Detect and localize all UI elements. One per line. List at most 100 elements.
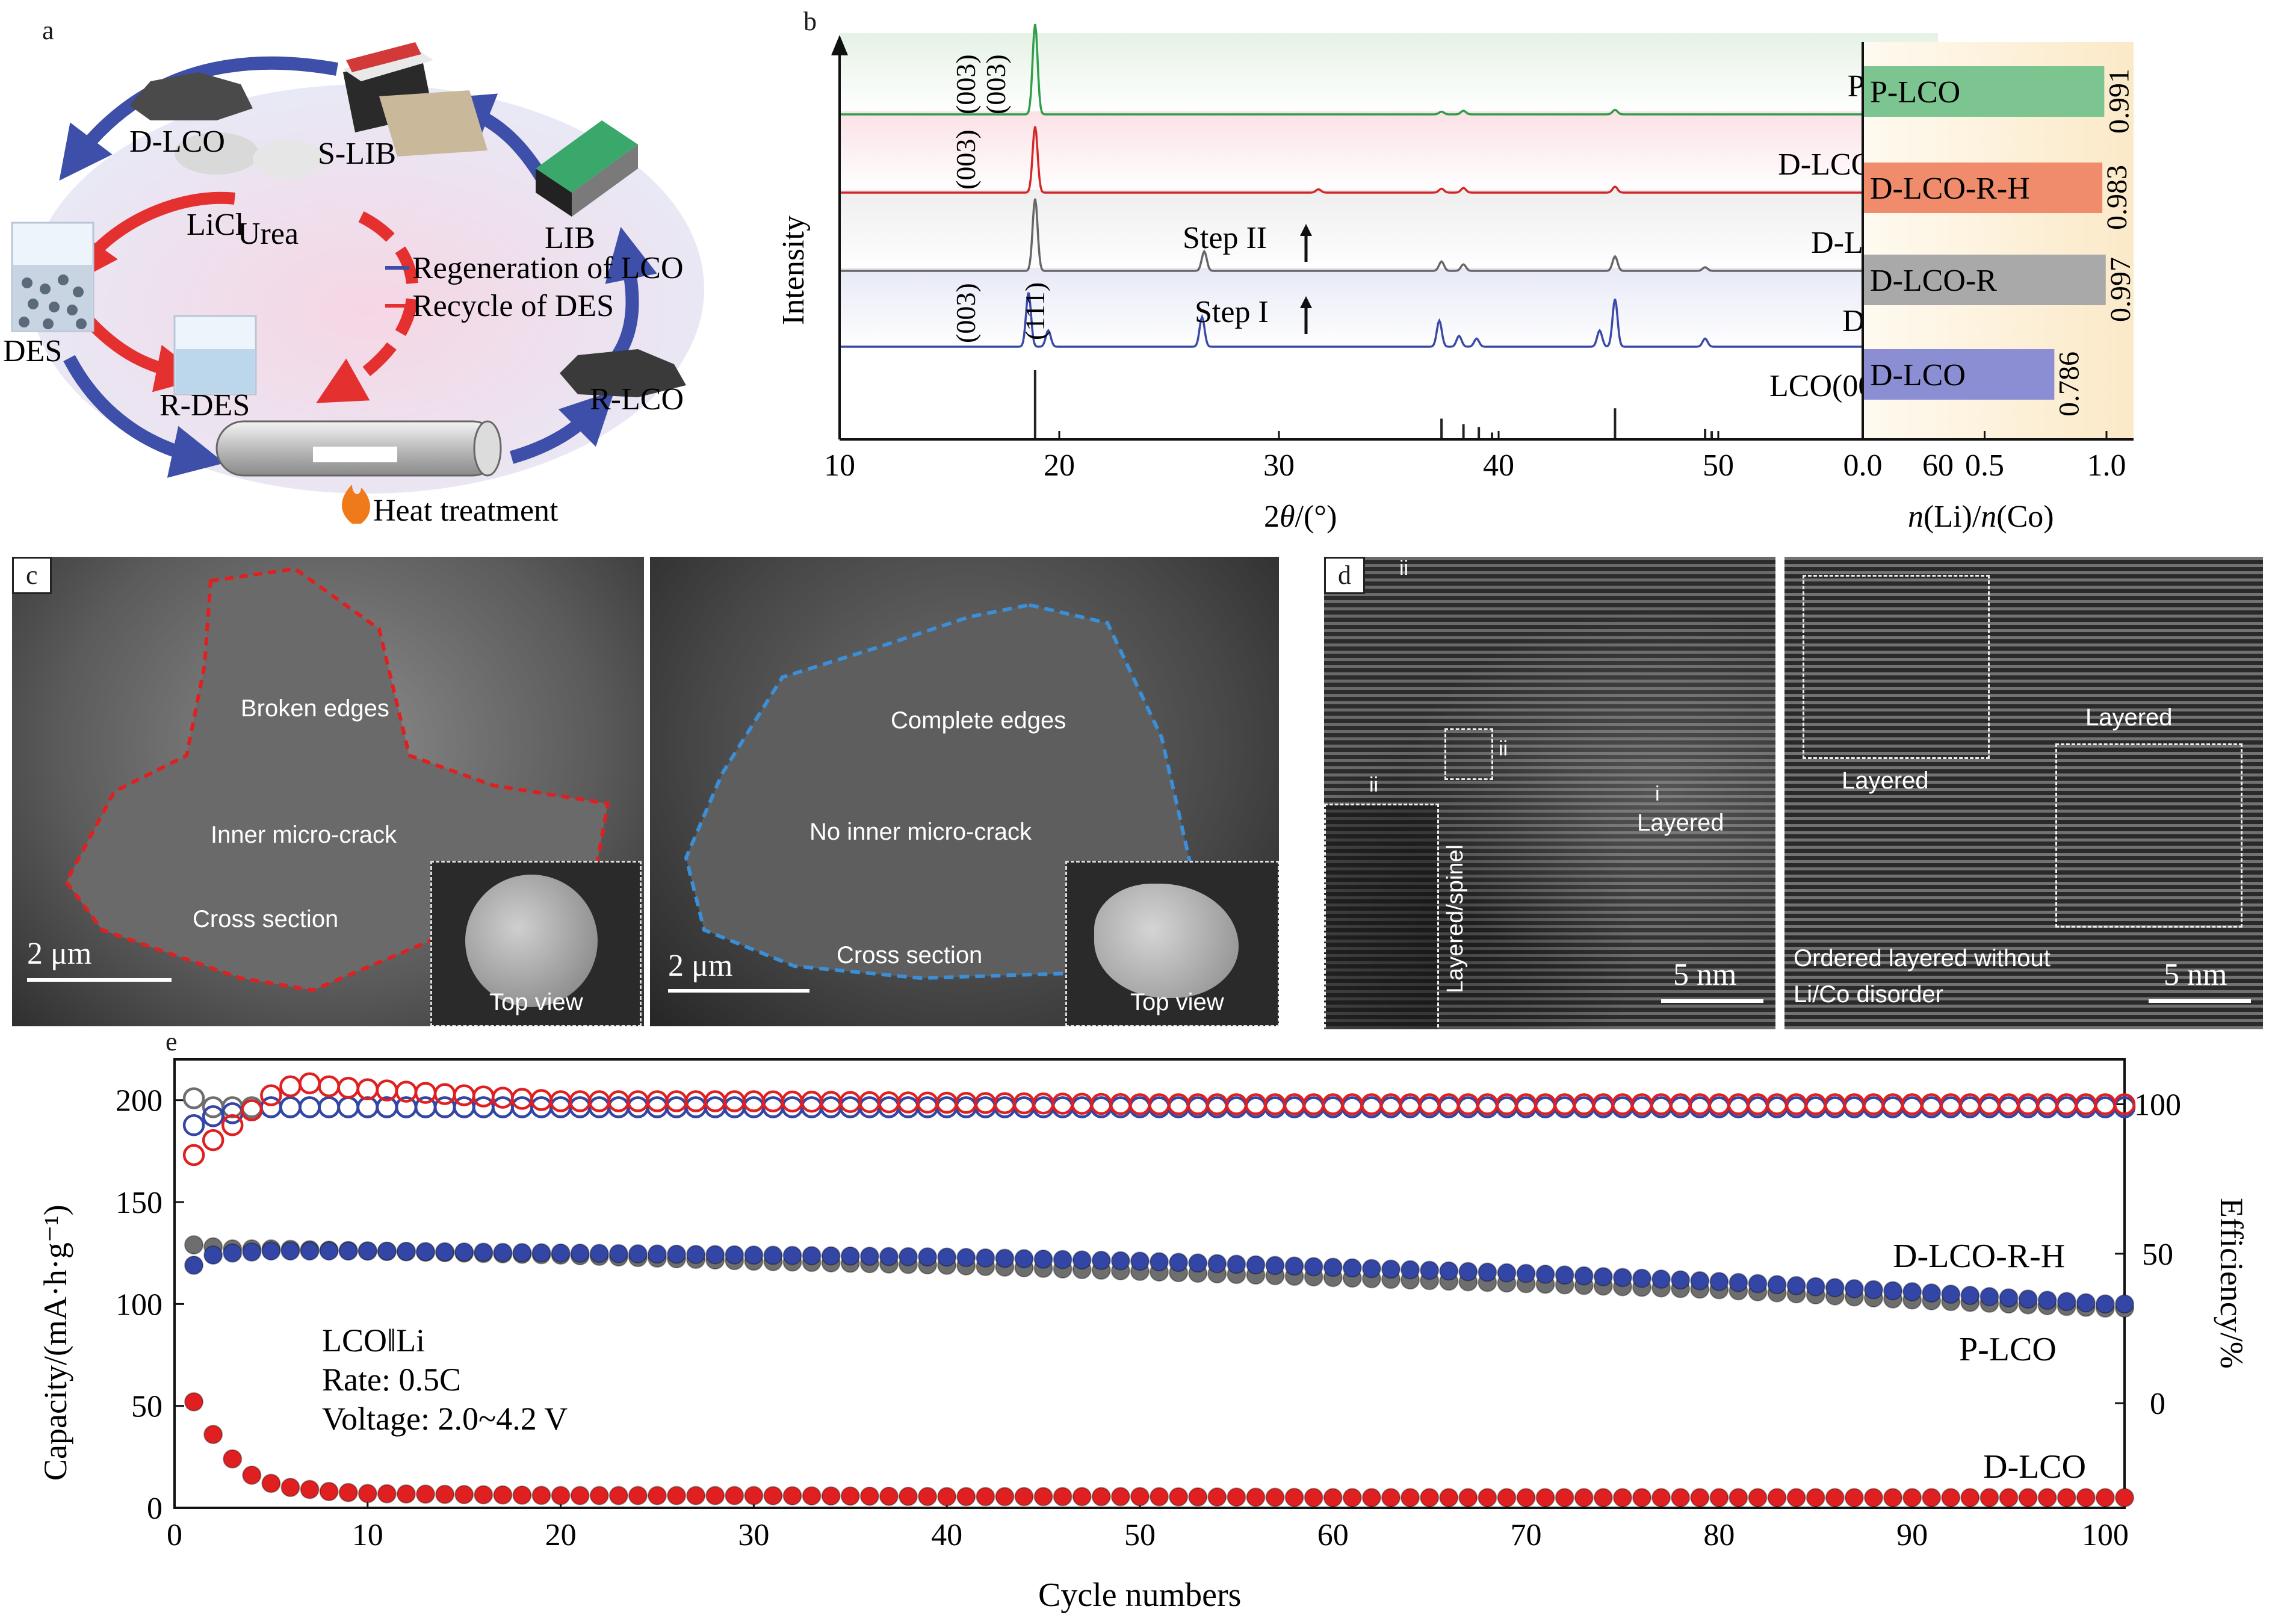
capacity-point	[1709, 1272, 1729, 1292]
capacity-point	[1516, 1488, 1536, 1508]
capacity-point	[1555, 1265, 1574, 1285]
capacity-point	[1632, 1488, 1652, 1508]
node-lib-label: LIB	[545, 221, 595, 255]
capacity-point	[1188, 1253, 1208, 1273]
capacity-point	[242, 1242, 262, 1262]
cycling-points	[182, 1072, 2136, 1508]
efficiency-point	[202, 1129, 224, 1151]
scale-bar-d-right	[2149, 999, 2251, 1003]
composition-tick-label: 0.0	[1843, 448, 1883, 483]
capacity-point	[899, 1247, 918, 1266]
xrd-tick-label: 50	[1703, 448, 1734, 483]
scale-bar-right	[668, 989, 809, 993]
layered-label-a: Layered	[1842, 767, 1929, 794]
scale-bar-left	[27, 978, 172, 982]
capacity-point	[628, 1486, 648, 1505]
capacity-point	[1323, 1488, 1343, 1508]
scale-label-right: 2 μm	[668, 949, 733, 983]
xrd-band	[840, 190, 1938, 271]
capacity-point	[1401, 1488, 1420, 1508]
efficiency-point	[318, 1075, 340, 1097]
xrd-band	[840, 111, 1938, 193]
hrtem-image-right: Layered Layered Ordered layered without …	[1784, 557, 2263, 1029]
capacity-point	[918, 1247, 938, 1267]
xrd-band	[840, 33, 1938, 114]
cycling-x-tick-label: 40	[931, 1518, 962, 1552]
capacity-point	[1497, 1263, 1517, 1283]
dlco-powder-icon	[129, 72, 253, 120]
hrtem-image-left: d ii ii i Layered ii Layered/spinel 5 nm	[1324, 557, 1775, 1029]
capacity-point	[435, 1484, 455, 1504]
legend-regeneration-label: Regeneration of LCO	[412, 251, 684, 285]
capacity-point	[1014, 1249, 1034, 1269]
composition-bar-label: D-LCO-R-H	[1870, 172, 2030, 206]
efficiency-point	[916, 1091, 939, 1114]
efficiency-point	[299, 1096, 321, 1118]
capacity-point	[1342, 1488, 1362, 1508]
node-rdes-label: R-DES	[159, 388, 250, 423]
peak-003-label-b: (003)	[980, 54, 1011, 114]
inset-top-view-left: Top view	[430, 861, 642, 1026]
capacity-point	[1555, 1488, 1574, 1508]
capacity-point	[1227, 1254, 1246, 1274]
capacity-point	[570, 1244, 590, 1263]
xrd-trace	[840, 23, 1938, 116]
capacity-point	[608, 1244, 628, 1263]
capacity-point	[377, 1241, 397, 1261]
capacity-point	[1786, 1275, 1806, 1295]
capacity-point	[1323, 1257, 1343, 1277]
region-ii-label-b: ii	[1499, 737, 1508, 760]
capacity-point	[1478, 1262, 1497, 1282]
series-label-dlco: D-LCO	[1983, 1448, 2086, 1486]
capacity-point	[358, 1484, 377, 1504]
capacity-point	[1110, 1251, 1130, 1271]
efficiency-point	[241, 1099, 263, 1121]
cycling-ylabel-left: Capacity/(mA·h·g⁻¹)	[37, 1204, 73, 1481]
capacity-point	[1922, 1488, 1942, 1508]
capacity-point	[454, 1484, 474, 1504]
flame-icon	[342, 485, 370, 524]
layered-label-left: Layered	[1637, 810, 1724, 836]
capacity-point	[1439, 1261, 1459, 1281]
capacity-point	[184, 1256, 204, 1275]
capacity-point	[1150, 1252, 1169, 1272]
xrd-trace	[840, 126, 1938, 194]
xrd-trace	[840, 198, 1938, 272]
complete-edges-label: Complete edges	[891, 707, 1066, 734]
cycling-x-tick-label: 70	[1511, 1518, 1542, 1552]
cycling-y2-tick-label: 50	[2142, 1238, 2173, 1272]
capacity-point	[242, 1465, 262, 1485]
capacity-point	[223, 1243, 243, 1263]
efficiency-point	[453, 1084, 475, 1106]
capacity-point	[1033, 1249, 1053, 1269]
composition-bars	[1863, 66, 2106, 400]
cycling-y-tick-label: 100	[116, 1288, 162, 1322]
efficiency-point	[221, 1114, 244, 1136]
capacity-point	[1671, 1270, 1691, 1290]
node-des-label: DES	[3, 334, 62, 368]
capacity-point	[879, 1247, 899, 1266]
capacity-point	[396, 1484, 416, 1504]
composition-bar-value: 0.991	[2103, 69, 2135, 134]
node-dlco-label: D-LCO	[129, 125, 225, 159]
recycle-arrow-1	[70, 191, 236, 285]
composition-tick-label: 1.0	[2087, 448, 2126, 483]
capacity-point	[821, 1246, 841, 1266]
capacity-point	[956, 1487, 976, 1507]
capacity-point	[1960, 1286, 1980, 1306]
capacity-point	[1284, 1256, 1304, 1276]
capacity-point	[1284, 1487, 1304, 1507]
cycling-x-tick-label: 80	[1703, 1518, 1735, 1552]
capacity-point	[1246, 1487, 1266, 1507]
capacity-point	[551, 1243, 571, 1263]
capacity-point	[300, 1241, 320, 1261]
capacity-point	[280, 1478, 300, 1498]
capacity-point	[1844, 1488, 1864, 1508]
panel-d: d ii ii i Layered ii Layered/spinel 5 nm…	[1324, 557, 2263, 1029]
efficiency-point	[955, 1092, 977, 1114]
ordered-label-line1: Ordered layered without	[1794, 945, 2051, 972]
xrd-xlabel-suffix: /(°)	[1295, 500, 1337, 534]
